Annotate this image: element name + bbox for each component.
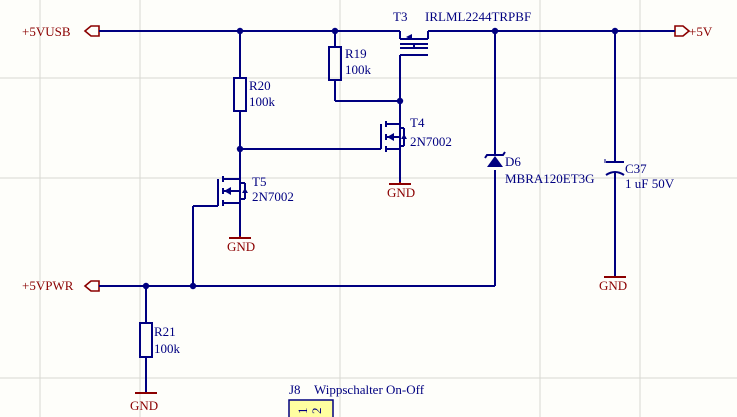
t4-ref: T4 [410, 115, 425, 130]
j8-pin-2: 2 [309, 408, 324, 415]
net-label-usb: +5VUSB [22, 24, 71, 39]
r21-value: 100k [154, 341, 181, 356]
t5-ground-label: GND [227, 239, 255, 254]
j8-value: Wippschalter On-Off [314, 382, 425, 397]
d6-value: MBRA120ET3G [505, 171, 595, 186]
r19-ref: R19 [345, 46, 367, 61]
wires [99, 30, 675, 392]
t3-mosfet[interactable] [399, 31, 429, 56]
j8-connector[interactable] [288, 399, 334, 417]
t4-mosfet[interactable] [376, 121, 407, 152]
c37-capacitor[interactable] [604, 159, 625, 176]
r19-value: 100k [345, 62, 372, 77]
c37-ground-label: GND [599, 278, 627, 293]
t4-value: 2N7002 [410, 134, 452, 149]
r19-resistor[interactable] [328, 46, 342, 81]
r21-ref: R21 [154, 324, 176, 339]
net-label-pwr: +5VPWR [22, 278, 74, 293]
out-port-symbol [674, 25, 691, 37]
pwr-port-symbol [83, 280, 100, 292]
c37-value: 1 uF 50V [625, 176, 675, 191]
t3-ref: T3 [393, 9, 407, 24]
usb-port-symbol [83, 25, 100, 37]
r20-value: 100k [249, 94, 276, 109]
t4-ground-label: GND [387, 185, 415, 200]
t5-value: 2N7002 [252, 189, 294, 204]
t4-ground-symbol [389, 182, 411, 185]
r20-ref: R20 [249, 78, 271, 93]
j8-ref: J8 [289, 382, 301, 397]
r21-ground-label: GND [130, 398, 158, 413]
d6-ref: D6 [505, 154, 521, 169]
junctions [142, 27, 619, 290]
t5-ref: T5 [252, 174, 266, 189]
t3-value: IRLML2244TRPBF [425, 9, 531, 24]
r21-resistor[interactable] [139, 322, 153, 358]
r20-resistor[interactable] [233, 77, 247, 112]
t5-ground-symbol [229, 236, 251, 239]
c37-ref: C37 [625, 161, 647, 176]
d6-diode[interactable] [484, 151, 506, 167]
j8-pin-1: 1 [295, 408, 310, 415]
t5-mosfet[interactable] [217, 175, 248, 208]
net-label-out: +5V [689, 24, 713, 39]
